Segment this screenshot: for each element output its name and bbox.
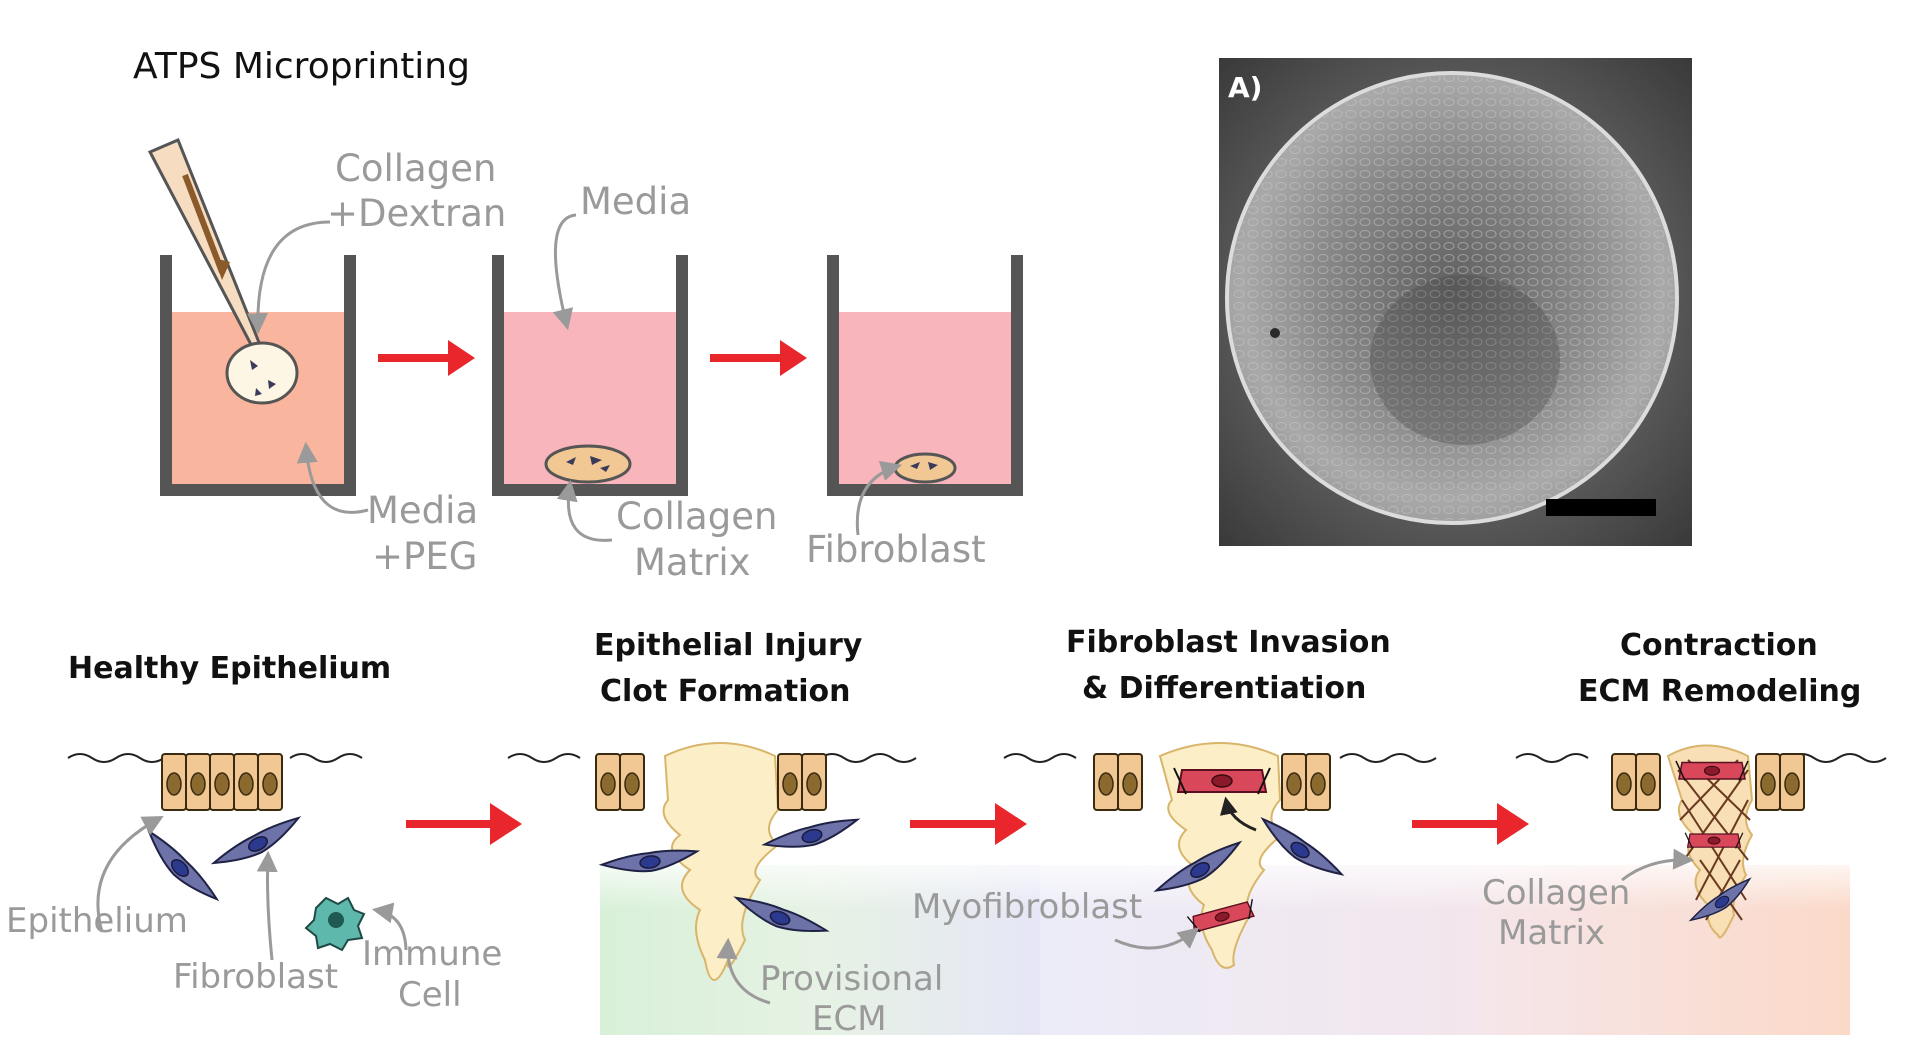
stage-title-injury-1: Epithelial Injury: [594, 628, 863, 663]
collagen-fibers: [1677, 759, 1751, 921]
myofibroblast-cell: [1675, 760, 1749, 782]
surface-line: [1003, 753, 1437, 763]
myofibroblast-cell: [1684, 832, 1744, 850]
well-2-wall: [492, 255, 688, 496]
label-collagen-matrix-bottom-1: Collagen: [1482, 873, 1630, 913]
label-epithelium: Epithelium: [6, 901, 188, 941]
surface-line: [67, 753, 363, 763]
surface-line: [507, 753, 917, 763]
well-1: [147, 138, 356, 496]
label-immune-2: Cell: [398, 975, 462, 1015]
label-fibroblast-top: Fibroblast: [806, 528, 986, 571]
stage-title-injury-2: Clot Formation: [600, 674, 850, 709]
epithelium-layer: [161, 753, 283, 811]
gel-cells: [566, 456, 610, 472]
differentiation-arrow: [1220, 796, 1257, 832]
stage-title-invasion-2: & Differentiation: [1082, 671, 1366, 706]
myofibroblast-cell: [1173, 767, 1271, 795]
stage-title-invasion-1: Fibroblast Invasion: [1066, 625, 1391, 660]
label-collagen-matrix-2: Matrix: [634, 541, 751, 584]
label-provisional-1: Provisional: [760, 959, 943, 999]
process-arrow-1: [378, 340, 475, 376]
stage-arrow-1: [406, 803, 522, 845]
dextran-droplet: [225, 341, 299, 405]
fibroblast-cell: [138, 826, 222, 910]
surface-line: [1515, 753, 1887, 763]
scale-bar: [1546, 499, 1656, 516]
collagen-matrix-gel: [544, 444, 632, 484]
stage-healthy: [67, 753, 408, 961]
stage-title-healthy: Healthy Epithelium: [68, 651, 391, 686]
debris-dot: [1270, 328, 1280, 338]
callout-fibroblast: [256, 850, 278, 961]
callout-collagen-dextran: [247, 220, 331, 335]
label-collagen-dextran-2: +Dextran: [327, 192, 506, 235]
label-provisional-2: ECM: [812, 999, 887, 1039]
label-media-peg-2: +PEG: [372, 535, 477, 578]
label-collagen-matrix-bottom-2: Matrix: [1498, 913, 1605, 953]
well-3: [827, 255, 1023, 496]
callout-media: [552, 213, 577, 331]
stage-title-contraction-1: Contraction: [1620, 628, 1818, 663]
callout-epithelium: [96, 816, 164, 933]
callout-provisional-ecm: [716, 937, 771, 1005]
atps-title: ATPS Microprinting: [133, 46, 470, 87]
immune-cell-icon: [304, 896, 366, 952]
label-myofibroblast: Myofibroblast: [912, 887, 1142, 927]
callout-collagen-matrix-bottom: [1621, 848, 1695, 882]
droplet-cells: [250, 360, 276, 396]
process-arrow-2: [710, 340, 807, 376]
label-collagen-dextran-1: Collagen: [335, 147, 496, 190]
callout-collagen-matrix: [556, 479, 613, 542]
label-fibroblast: Fibroblast: [173, 957, 338, 997]
stage-arrow-2: [910, 803, 1027, 845]
stage-title-contraction-2: ECM Remodeling: [1578, 674, 1861, 709]
micrograph-panel: A): [1219, 58, 1692, 546]
contracted-gel: [893, 452, 957, 484]
cell-colony-texture: [1230, 76, 1674, 520]
callout-myofibroblast: [1114, 927, 1200, 950]
label-media: Media: [580, 180, 691, 223]
stage-arrow-3: [1412, 803, 1529, 845]
stage-contraction: [1515, 744, 1887, 939]
well-2: [492, 255, 688, 496]
fibroblast-cell: [210, 812, 306, 876]
well-3-wall: [827, 255, 1023, 496]
stage-invasion: [1003, 742, 1437, 969]
callout-media-peg: [296, 441, 369, 514]
callout-immune: [371, 902, 408, 951]
well-1-wall: [160, 255, 356, 496]
label-immune-1: Immune: [362, 934, 502, 974]
callout-fibroblast-top: [855, 460, 903, 536]
gel-cells: [910, 462, 938, 470]
label-media-peg-1: Media: [367, 489, 478, 532]
label-collagen-matrix-1: Collagen: [616, 495, 777, 538]
stage-injury: [507, 742, 917, 1005]
colony-dense-region: [1370, 275, 1560, 445]
panel-tag-a: A): [1228, 71, 1262, 104]
